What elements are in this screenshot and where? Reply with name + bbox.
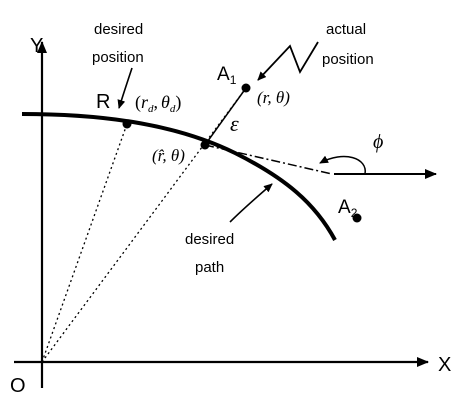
actual-position-text-1: actual — [326, 21, 366, 38]
point-projected — [200, 140, 210, 150]
label-A1-sub: 1 — [230, 73, 237, 87]
label-A2: A2 — [338, 197, 358, 220]
phi-angle-arc — [319, 155, 366, 175]
desired-position-pointer — [117, 67, 133, 109]
epsilon-symbol: ε — [230, 111, 239, 136]
error-segment — [204, 87, 247, 146]
desired-position-text-2: position — [92, 49, 144, 66]
desired-path-text-2: path — [195, 259, 224, 276]
desired-position-text-1: desired — [94, 21, 143, 38]
projected-coordinates-label: (r̂, θ) — [152, 146, 185, 165]
actual-position-lightning-pointer — [257, 41, 319, 81]
desired-path-text-1: desired — [185, 231, 234, 248]
label-A2-sub: 2 — [351, 206, 358, 220]
label-R: R — [96, 91, 110, 113]
desired-coordinates-label: (rd,θd) — [135, 92, 181, 115]
actual-position-text-2: position — [322, 51, 374, 68]
point-desired-position — [122, 119, 132, 129]
actual-coordinates-label: (r, θ) — [257, 88, 290, 107]
label-A1: A1 — [217, 64, 237, 87]
y-axis-label: Y — [30, 35, 43, 57]
desired-path-curve — [21, 112, 337, 241]
x-axis-label: X — [438, 354, 451, 376]
point-A2 — [352, 213, 362, 223]
desired-path-pointer — [229, 183, 273, 223]
point-A1 — [241, 83, 251, 93]
tangent-line — [204, 144, 333, 175]
ray-to-desired-position — [41, 123, 128, 363]
phi-symbol: ϕ — [373, 131, 383, 153]
ray-to-actual-position — [41, 87, 247, 363]
origin-label: O — [10, 375, 26, 397]
